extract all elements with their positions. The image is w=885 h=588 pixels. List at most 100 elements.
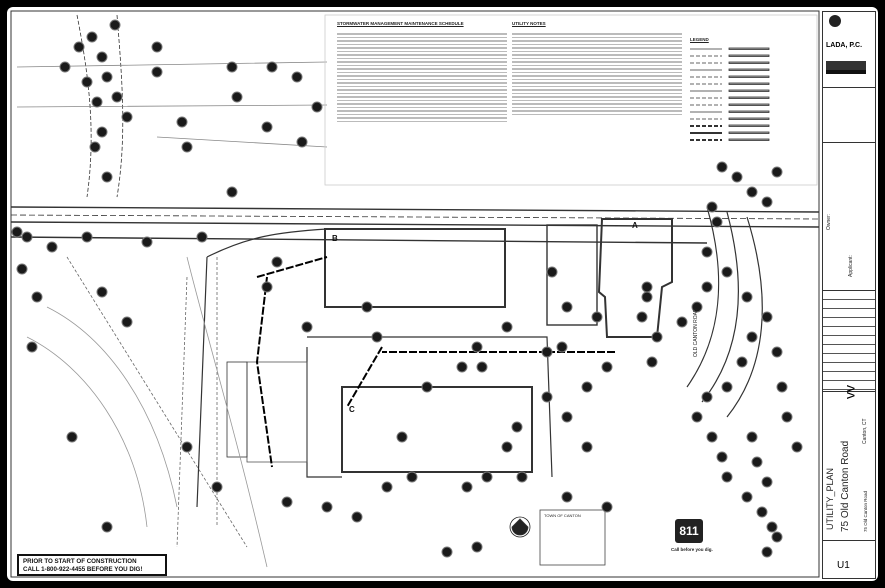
callout-dot bbox=[741, 291, 753, 303]
callout-dot bbox=[121, 316, 133, 328]
callout-dot bbox=[406, 471, 418, 483]
callout-dot bbox=[746, 331, 758, 343]
callout-dot bbox=[636, 311, 648, 323]
callout-dot bbox=[711, 216, 723, 228]
legend-entry-text bbox=[728, 110, 770, 113]
callout-dot bbox=[546, 266, 558, 278]
callout-dot bbox=[141, 236, 153, 248]
call-before-dig-warning: PRIOR TO START OF CONSTRUCTION CALL 1-80… bbox=[17, 554, 167, 576]
callout-dot bbox=[396, 431, 408, 443]
firm-seal-logo bbox=[829, 15, 841, 27]
callout-dot bbox=[96, 286, 108, 298]
drawing-border bbox=[10, 10, 820, 578]
callout-dot bbox=[261, 281, 273, 293]
callout-dot bbox=[541, 391, 553, 403]
title-block: LADA, P.C. Owner: Applicant: UTILITY_PLA… bbox=[822, 11, 876, 579]
callout-dot bbox=[226, 186, 238, 198]
callout-dot bbox=[96, 51, 108, 63]
callout-dot bbox=[501, 321, 513, 333]
north-arrow bbox=[509, 516, 531, 538]
callout-dot bbox=[706, 201, 718, 213]
callout-dot bbox=[86, 31, 98, 43]
legend-entry-text bbox=[728, 103, 770, 106]
callout-dot bbox=[741, 491, 753, 503]
callout-dot bbox=[481, 471, 493, 483]
callout-dot bbox=[261, 121, 273, 133]
callout-dot bbox=[691, 411, 703, 423]
callout-dot bbox=[556, 341, 568, 353]
callout-dot bbox=[476, 361, 488, 373]
callout-dot bbox=[771, 166, 783, 178]
callout-dot bbox=[291, 71, 303, 83]
callout-dot bbox=[121, 111, 133, 123]
callout-dot bbox=[676, 316, 688, 328]
callout-dot bbox=[581, 381, 593, 393]
callout-dot bbox=[211, 481, 223, 493]
project-name-small: 75 Old Canton Road bbox=[863, 490, 868, 532]
legend-entry-text bbox=[728, 131, 770, 134]
utility-notes-text bbox=[512, 31, 682, 117]
callout-dot bbox=[81, 76, 93, 88]
callout-dot bbox=[301, 321, 313, 333]
firm-logo-graphic bbox=[826, 52, 866, 74]
top-left-contour bbox=[16, 61, 328, 148]
callout-dot bbox=[761, 476, 773, 488]
callout-dots bbox=[11, 19, 803, 558]
building-a bbox=[597, 218, 673, 338]
callout-dot bbox=[736, 356, 748, 368]
callout-dot bbox=[746, 186, 758, 198]
building-c bbox=[341, 386, 533, 473]
callout-dot bbox=[296, 136, 308, 148]
callout-dot bbox=[721, 266, 733, 278]
callout-dot bbox=[96, 126, 108, 138]
utility-notes-heading: UTILITY NOTES bbox=[512, 21, 546, 26]
callout-dot bbox=[761, 546, 773, 558]
callout-dot bbox=[21, 231, 33, 243]
callout-dot bbox=[231, 91, 243, 103]
callout-dot bbox=[761, 196, 773, 208]
callout-dot bbox=[641, 281, 653, 293]
callout-dot bbox=[601, 361, 613, 373]
revision-table bbox=[823, 290, 875, 392]
callout-dot bbox=[561, 491, 573, 503]
legend-entry-text bbox=[728, 124, 770, 127]
legend-entry-text bbox=[728, 61, 770, 64]
callout-dot bbox=[46, 241, 58, 253]
callout-dot bbox=[716, 161, 728, 173]
legend-entry-text bbox=[728, 75, 770, 78]
notes-frame bbox=[324, 14, 818, 186]
building-a-label: A bbox=[632, 221, 638, 230]
callout-dot bbox=[716, 451, 728, 463]
building-b bbox=[324, 228, 506, 308]
callout-dot bbox=[471, 541, 483, 553]
callout-dot bbox=[701, 246, 713, 258]
callout-dot bbox=[101, 71, 113, 83]
sheet-number: U1 bbox=[837, 560, 850, 571]
legend-entry-text bbox=[728, 96, 770, 99]
callout-dot bbox=[776, 381, 788, 393]
callout-dot bbox=[361, 301, 373, 313]
callout-dot bbox=[471, 341, 483, 353]
callout-dot bbox=[271, 256, 283, 268]
building-a-canopy bbox=[546, 224, 598, 326]
callout-dot bbox=[31, 291, 43, 303]
callout-dot bbox=[371, 331, 383, 343]
legend-entry-text bbox=[728, 82, 770, 85]
callout-dot bbox=[81, 231, 93, 243]
callout-dot bbox=[89, 141, 101, 153]
callout-dot bbox=[581, 441, 593, 453]
project-name: 75 Old Canton Road bbox=[840, 440, 851, 532]
callout-dot bbox=[601, 501, 613, 513]
legend-entry-text bbox=[728, 47, 770, 50]
callout-dot bbox=[26, 341, 38, 353]
parking-lot-edge bbox=[196, 228, 553, 508]
callout-dot bbox=[73, 41, 85, 53]
callout-dot bbox=[646, 356, 658, 368]
top-left-road-edge bbox=[76, 14, 124, 198]
road-label: OLD CANTON ROAD bbox=[693, 308, 699, 357]
stormwater-basin bbox=[226, 361, 248, 458]
callout-dot bbox=[761, 311, 773, 323]
callout-dot bbox=[351, 511, 363, 523]
callout-dot bbox=[641, 291, 653, 303]
callout-dot bbox=[731, 171, 743, 183]
